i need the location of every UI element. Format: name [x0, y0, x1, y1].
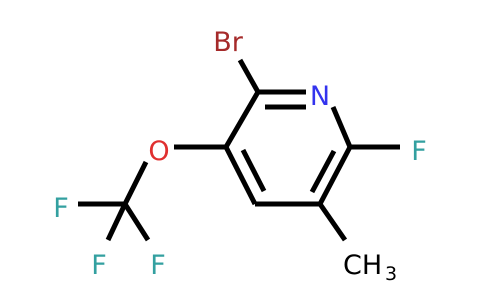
atom-fluorine-1: F: [53, 193, 69, 224]
atom-fluorine-3: F: [150, 250, 166, 281]
bond-o-cf3: [122, 160, 149, 206]
bond-c4-c3: [223, 145, 258, 206]
atom-fluorine-2: F: [91, 250, 107, 281]
bond-c6-c5: [317, 145, 353, 206]
atom-nitrogen: N: [310, 81, 330, 112]
bond-cf3-f3: [122, 202, 151, 242]
bond-cf3-f2: [105, 202, 128, 242]
bond-c5-ch3: [317, 202, 348, 242]
atom-bromine: Br: [213, 27, 244, 58]
atom-oxygen: O: [148, 136, 169, 167]
atom-methyl-subscript: 3: [385, 263, 397, 285]
bonds: [78, 58, 400, 242]
atom-methyl-carbon: CH: [343, 250, 382, 281]
bond-c3-c2: [223, 90, 261, 149]
bond-c2-br: [237, 58, 261, 94]
bond-n-c6: [330, 106, 353, 148]
atom-fluorine-ring: F: [411, 136, 427, 167]
bond-c6-c5-inner: [309, 149, 337, 194]
bond-c4-c3-inner: [240, 148, 267, 193]
